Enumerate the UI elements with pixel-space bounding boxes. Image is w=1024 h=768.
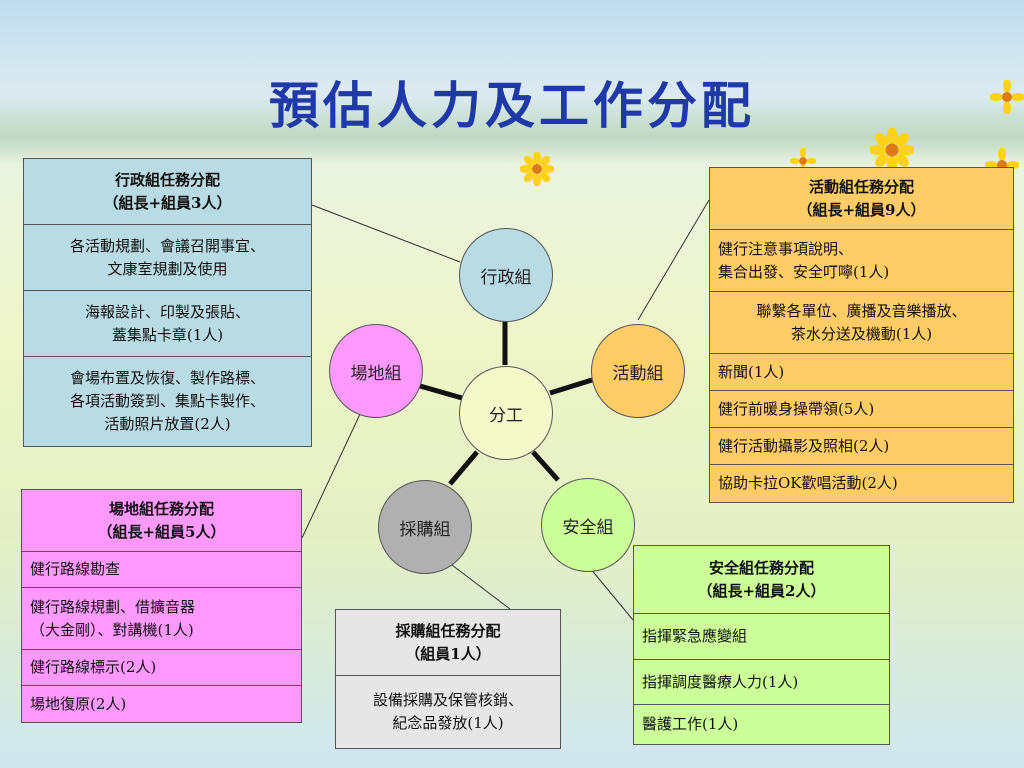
node-venue: 場地組: [329, 324, 423, 418]
flower-icon: [870, 128, 914, 172]
venue-task-header: 場地組任務分配 （組長+組員5人）: [21, 489, 302, 552]
venue-task-row: 健行路線規劃、借擴音器 （大金剛）、對講機(1人): [21, 587, 302, 650]
node-safety: 安全組: [541, 478, 635, 572]
safety-task-row: 指揮調度醫療人力(1人): [633, 659, 890, 705]
callout-safety: [589, 567, 634, 621]
callout-purchase: [447, 561, 511, 610]
activity-task-row: 協助卡拉OK歡唱活動(2人): [709, 464, 1014, 503]
background-sky: [0, 0, 1024, 160]
spoke-activity: [549, 377, 593, 396]
node-activity: 活動組: [591, 324, 685, 418]
venue-task-table: 場地組任務分配 （組長+組員5人） 健行路線勘查 健行路線規劃、借擴音器 （大金…: [21, 489, 302, 723]
activity-task-table: 活動組任務分配 （組長+組員9人） 健行注意事項說明、 集合出發、安全叮嚀(1人…: [709, 167, 1014, 503]
background-hills: [0, 95, 1024, 165]
callout-activity: [637, 199, 710, 321]
safety-task-row: 醫護工作(1人): [633, 704, 890, 745]
node-purchase: 採購組: [378, 480, 472, 574]
activity-task-row: 健行活動攝影及照相(2人): [709, 427, 1014, 465]
safety-task-table: 安全組任務分配 （組長+組員2人） 指揮緊急應變組 指揮調度醫療人力(1人) 醫…: [633, 545, 890, 745]
admin-task-table: 行政組任務分配 （組長+組員3人） 各活動規劃、會議召開事宜、 文康室規劃及使用…: [23, 158, 312, 447]
spokes: [419, 322, 593, 486]
venue-task-row: 場地復原(2人): [21, 685, 302, 723]
admin-task-row: 會場布置及恢復、製作路標、 各項活動簽到、集點卡製作、 活動照片放置(2人): [23, 356, 312, 447]
callout-venue: [301, 411, 362, 539]
spoke-venue: [419, 383, 463, 401]
flower-icon: [520, 152, 554, 186]
activity-task-row: 健行注意事項說明、 集合出發、安全叮嚀(1人): [709, 229, 1014, 292]
activity-task-header: 活動組任務分配 （組長+組員9人）: [709, 167, 1014, 230]
venue-task-row: 健行路線勘查: [21, 551, 302, 588]
admin-task-row: 海報設計、印製及張貼、 蓋集點卡章(1人): [23, 290, 312, 357]
purchase-task-table: 採購組任務分配 （組員1人） 設備採購及保管核銷、 紀念品發放(1人): [335, 609, 561, 749]
activity-task-row: 健行前暖身操帶領(5人): [709, 390, 1014, 428]
spoke-safety: [531, 450, 560, 482]
admin-task-row: 各活動規劃、會議召開事宜、 文康室規劃及使用: [23, 224, 312, 291]
venue-task-row: 健行路線標示(2人): [21, 649, 302, 686]
page-title: 預估人力及工作分配: [269, 76, 755, 135]
flower-icon: [990, 80, 1024, 114]
node-admin: 行政組: [459, 228, 553, 322]
node-center: 分工: [459, 366, 553, 460]
spoke-purchase: [448, 450, 479, 486]
safety-task-row: 指揮緊急應變組: [633, 613, 890, 660]
purchase-task-row: 設備採購及保管核銷、 紀念品發放(1人): [335, 675, 561, 749]
activity-task-row: 聯繫各單位、廣播及音樂播放、 茶水分送及機動(1人): [709, 291, 1014, 354]
callout-admin: [311, 204, 461, 263]
safety-task-header: 安全組任務分配 （組長+組員2人）: [633, 545, 890, 614]
callout-lines: [301, 199, 710, 621]
activity-task-row: 新聞(1人): [709, 353, 1014, 391]
admin-task-header: 行政組任務分配 （組長+組員3人）: [23, 158, 312, 225]
purchase-task-header: 採購組任務分配 （組員1人）: [335, 609, 561, 676]
